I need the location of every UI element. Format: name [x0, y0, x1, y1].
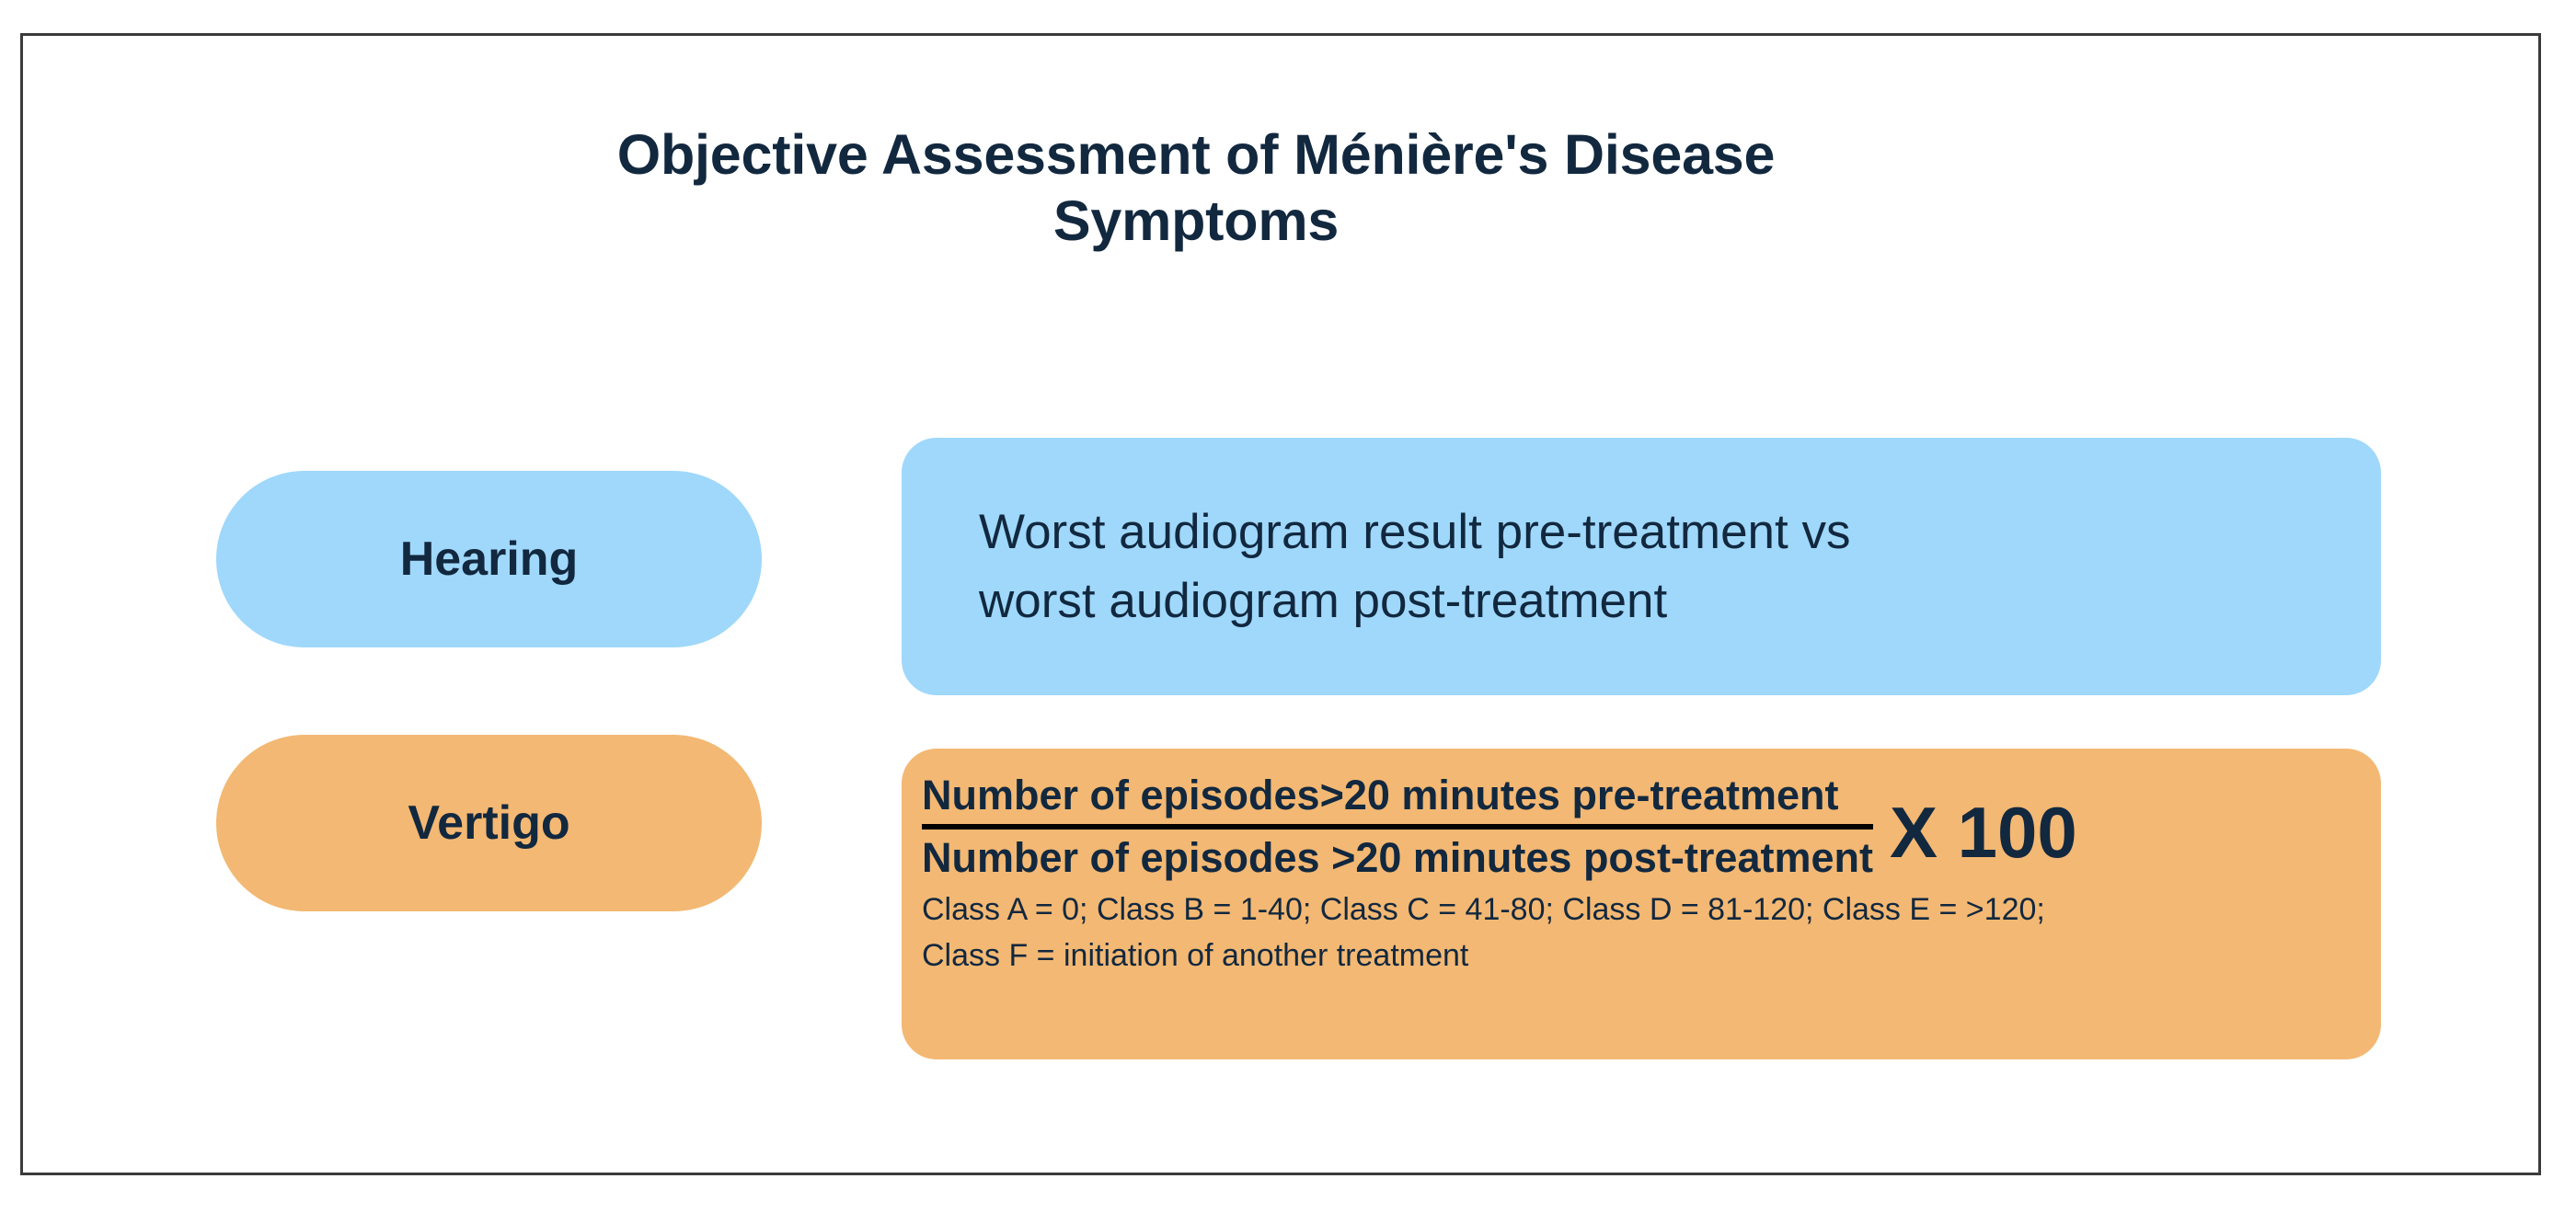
- fraction-bar: [922, 823, 1873, 830]
- vertigo-class-list-line-1: Class A = 0; Class B = 1-40; Class C = 4…: [922, 892, 2045, 928]
- vertigo-formula: Number of episodes>20 minutes pre-treatm…: [902, 769, 2381, 884]
- page-title-line-2: Symptoms: [1052, 189, 1340, 252]
- page-title-line-1: Objective Assessment of Ménière's Diseas…: [616, 123, 1776, 186]
- fraction-denominator: Number of episodes >20 minutes post-trea…: [922, 833, 1873, 881]
- category-pill-vertigo: Vertigo: [216, 735, 762, 911]
- page-title: Objective Assessment of Ménière's Diseas…: [23, 122, 2369, 255]
- fraction-numerator: Number of episodes>20 minutes pre-treatm…: [922, 772, 1839, 818]
- content-box-hearing: Worst audiogram result pre-treatment vs …: [902, 438, 2381, 695]
- fraction-multiplier: X 100: [1889, 792, 2077, 873]
- category-pill-hearing: Hearing: [216, 471, 762, 647]
- hearing-description: Worst audiogram result pre-treatment vs …: [979, 498, 1850, 636]
- content-box-vertigo: Number of episodes>20 minutes pre-treatm…: [902, 749, 2381, 1059]
- category-pill-hearing-label: Hearing: [399, 532, 579, 586]
- hearing-description-line-1: Worst audiogram result pre-treatment vs: [979, 504, 1851, 559]
- vertigo-fraction: Number of episodes>20 minutes pre-treatm…: [922, 769, 1873, 884]
- hearing-description-line-2: worst audiogram post-treatment: [979, 574, 1668, 628]
- category-pill-vertigo-label: Vertigo: [408, 796, 570, 850]
- figure-frame: Objective Assessment of Ménière's Diseas…: [20, 33, 2541, 1175]
- vertigo-class-list-line-2: Class F = initiation of another treatmen…: [922, 937, 1469, 973]
- vertigo-class-list: Class A = 0; Class B = 1-40; Class C = 4…: [902, 884, 2283, 978]
